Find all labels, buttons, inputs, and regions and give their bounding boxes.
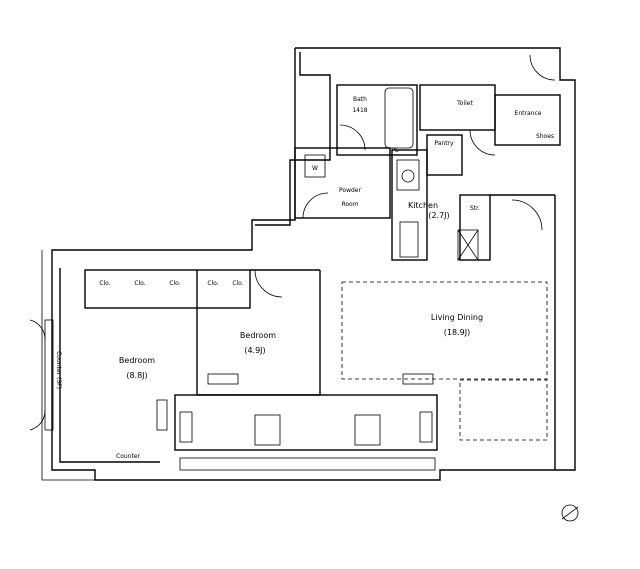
bedroom-1-label: Bedroom: [119, 356, 155, 365]
washer-label: W: [312, 165, 318, 172]
powder-room-label-1: Powder: [339, 187, 361, 194]
shoes-label: Shoes: [536, 133, 554, 140]
bedroom-2-size: (4.9J): [244, 346, 265, 355]
closet-label: Clo.: [99, 280, 110, 287]
kitchen-label: Kitchen: [408, 201, 438, 210]
closet-label: Clo.: [169, 280, 180, 287]
counter-label: Counter: [116, 453, 141, 460]
interior-walls: [44, 84, 561, 470]
doors: [29, 54, 556, 431]
compass-north-icon: [561, 504, 579, 522]
living-dining-size: (18.9J): [444, 328, 470, 337]
bath-label: Bath: [353, 96, 367, 103]
kitchen-size: (2.7J): [428, 211, 449, 220]
bedroom-2-label: Bedroom: [240, 331, 276, 340]
pantry-label: Pantry: [434, 140, 454, 147]
bedroom-1-size: (8.8J): [126, 371, 147, 380]
closet-label: Clo.: [207, 280, 218, 287]
closet-label: Clo.: [232, 280, 243, 287]
entrance-label: Entrance: [515, 110, 542, 117]
counter-side-label: Counter (SF): [55, 351, 62, 389]
bath-size: 1418: [352, 107, 367, 114]
storage-label: Str.: [470, 205, 480, 212]
closet-label: Clo.: [134, 280, 145, 287]
toilet-label: Toilet: [456, 100, 473, 107]
ps-label: PS: [391, 147, 399, 154]
outer-walls: [41, 47, 576, 481]
living-dining-label: Living Dining: [431, 313, 483, 322]
powder-room-label-2: Room: [341, 201, 358, 208]
